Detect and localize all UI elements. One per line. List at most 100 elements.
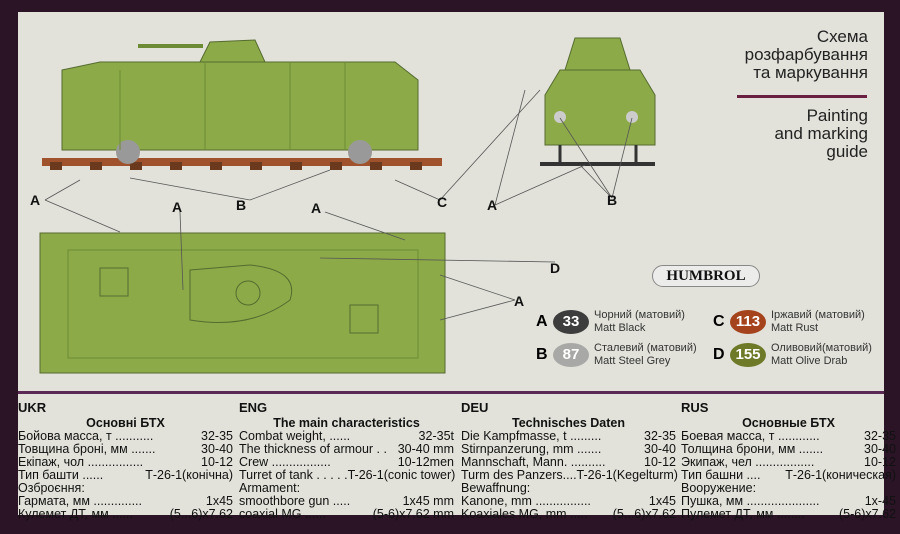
spec-value: 32-35t [418, 429, 454, 443]
spec-label: Гармата, мм .............. [18, 494, 143, 508]
spec-row: Гармата, мм .............. 1x45 [18, 495, 233, 508]
spec-value: T-26-1(Kegelturm) [576, 468, 678, 482]
callout-lines [44, 89, 633, 321]
spec-value: T-26-1(conic tower) [347, 468, 456, 482]
spec-row: Толщина брони, мм ....... 30-40 [681, 443, 896, 456]
title-ukr-line: та маркування [753, 63, 868, 82]
spec-value: 30-40 [201, 442, 233, 456]
spec-row: Тип башни .... Т-26-1(коническая) [681, 469, 896, 482]
callout-a: A [172, 199, 183, 215]
spec-value: 30-40 mm [397, 442, 454, 456]
spec-row: Combat weight, ......32-35t [239, 430, 454, 443]
spec-label: Тип башни .... [681, 468, 761, 482]
spec-label: Пушка, мм ..................... [681, 494, 820, 508]
callout-b: B [607, 192, 618, 208]
title-ukr-line: розфарбування [744, 45, 868, 64]
spec-value: Т-26-1(коническая) [785, 468, 896, 482]
top-view [39, 232, 446, 374]
spec-label: smoothbore gun ..... [239, 494, 351, 508]
spec-row: Экипаж, чел ................. 10-12 [681, 456, 896, 469]
spec-row: Armament: [239, 482, 454, 495]
spec-label: Koaxiales MG, mm ..... [461, 507, 588, 521]
spec-label: The thickness of armour . . [239, 442, 387, 456]
spec-label: Stirnpanzerung, mm ....... [461, 442, 602, 456]
humbrol-logo: HUMBROL [652, 265, 760, 287]
spec-row: Turret of tank . . . . .T-26-1(conic tow… [239, 468, 456, 482]
spec-value: 1x45 [205, 494, 233, 508]
paint-names: Оливовий(матовий)Matt Olive Drab [771, 342, 872, 368]
spec-label: Товщина броні, мм ....... [18, 442, 156, 456]
callout-a: A [514, 293, 525, 309]
spec-label: Боевая масса, т ............ [681, 429, 820, 443]
spec-row: Боевая масса, т ............ 32-35 [681, 430, 896, 443]
specs-heading: Основные БТХ [742, 416, 835, 430]
spec-value: 10-12 [201, 455, 233, 469]
spec-value: 10-12men [397, 455, 454, 469]
paint-a: A 33 Чорний (матовий)Matt Black [536, 309, 685, 335]
spec-row: Пулемет ДТ, мм ........(5-6)x7.62 [681, 508, 896, 521]
title-eng: Painting and marking guide [774, 107, 868, 161]
spec-value: Т-26-1(конічна) [145, 468, 233, 482]
spec-value: 1x45 mm [402, 494, 454, 508]
spec-value: 30-40 [864, 442, 896, 456]
callout-a: A [311, 200, 322, 216]
spec-row: coaxial MG ...... (5-6)x7.62 mm [239, 508, 454, 521]
title-eng-line: guide [826, 142, 868, 161]
paint-c: C 113 Іржавий (матовий)Matt Rust [713, 309, 865, 335]
callout-c: C [437, 194, 448, 210]
spec-row: Екіпаж, чол ................10-12 [18, 456, 233, 469]
paint-b: B 87 Сталевий (матовий)Matt Steel Grey [536, 342, 697, 368]
paint-name-ukr: Сталевий (матовий) [594, 342, 697, 354]
spec-label: Kanone, mm ................ [461, 494, 591, 508]
spec-row: Bewaffnung: [461, 482, 676, 495]
specs-heading: Technisches Daten [511, 416, 625, 430]
front-view [540, 37, 656, 166]
lang-label: ENG [239, 400, 268, 415]
spec-label: coaxial MG ...... [239, 507, 326, 521]
paint-name-eng: Matt Olive Drab [771, 355, 848, 367]
spec-value: 1x45 [648, 494, 676, 508]
paint-name-ukr: Іржавий (матовий) [771, 309, 865, 321]
paint-d: D 155 Оливовий(матовий)Matt Olive Drab [713, 342, 872, 368]
spec-value: 10-12 [644, 455, 676, 469]
spec-value: 10-12 [864, 455, 896, 469]
spec-label: Mannschaft, Mann. .......... [461, 455, 606, 469]
side-view [42, 39, 442, 170]
spec-row: Пушка, мм ..................... 1x-45 [681, 495, 896, 508]
paint-letter: A [536, 313, 548, 330]
title-eng-line: and marking [774, 124, 868, 143]
spec-row: Kanone, mm ................ 1x45 [461, 495, 676, 508]
spec-label: Turret of tank . . . . . [239, 468, 348, 482]
spec-row: Die Kampfmasse, t .........32-35 [461, 430, 676, 443]
callout-b: B [236, 197, 247, 213]
spec-label: Тип башти ...... [18, 468, 104, 482]
paint-name-eng: Matt Rust [771, 322, 819, 334]
spec-row: Вооружение: [681, 482, 896, 495]
spec-label: Экипаж, чел ................. [681, 455, 815, 469]
spec-label: Толщина брони, мм ....... [681, 442, 824, 456]
spec-row: Товщина броні, мм ....... 30-40 [18, 443, 233, 456]
paint-name-eng: Matt Steel Grey [594, 355, 671, 367]
title-divider [737, 95, 867, 98]
paint-code-badge: 33 [553, 310, 589, 334]
paint-code-badge: 113 [730, 310, 766, 334]
spec-row: Mannschaft, Mann. .......... 10-12 [461, 456, 676, 469]
spec-row: Кулемет ДТ, мм ......(5...6)x7.62 [18, 508, 233, 521]
spec-value: 32-35 [201, 429, 233, 443]
spec-value: (5...6)x7.62 [612, 507, 676, 521]
spec-row: Koaxiales MG, mm ..... (5...6)x7.62 [461, 508, 676, 521]
title-eng-line: Painting [806, 106, 868, 125]
spec-row: smoothbore gun ..... 1x45 mm [239, 495, 454, 508]
spec-row: Бойова масса, т ...........32-35 [18, 430, 233, 443]
paint-name-ukr: Оливовий(матовий) [771, 342, 872, 354]
spec-value: 1x-45 [864, 494, 896, 508]
paint-letter: C [713, 313, 725, 330]
spec-label: Озброєння: [18, 481, 85, 495]
spec-value: 32-35 [864, 429, 896, 443]
spec-value: (5-6)x7.62 mm [372, 507, 454, 521]
spec-label: Die Kampfmasse, t ......... [461, 429, 602, 443]
callout-d: D [550, 260, 561, 276]
